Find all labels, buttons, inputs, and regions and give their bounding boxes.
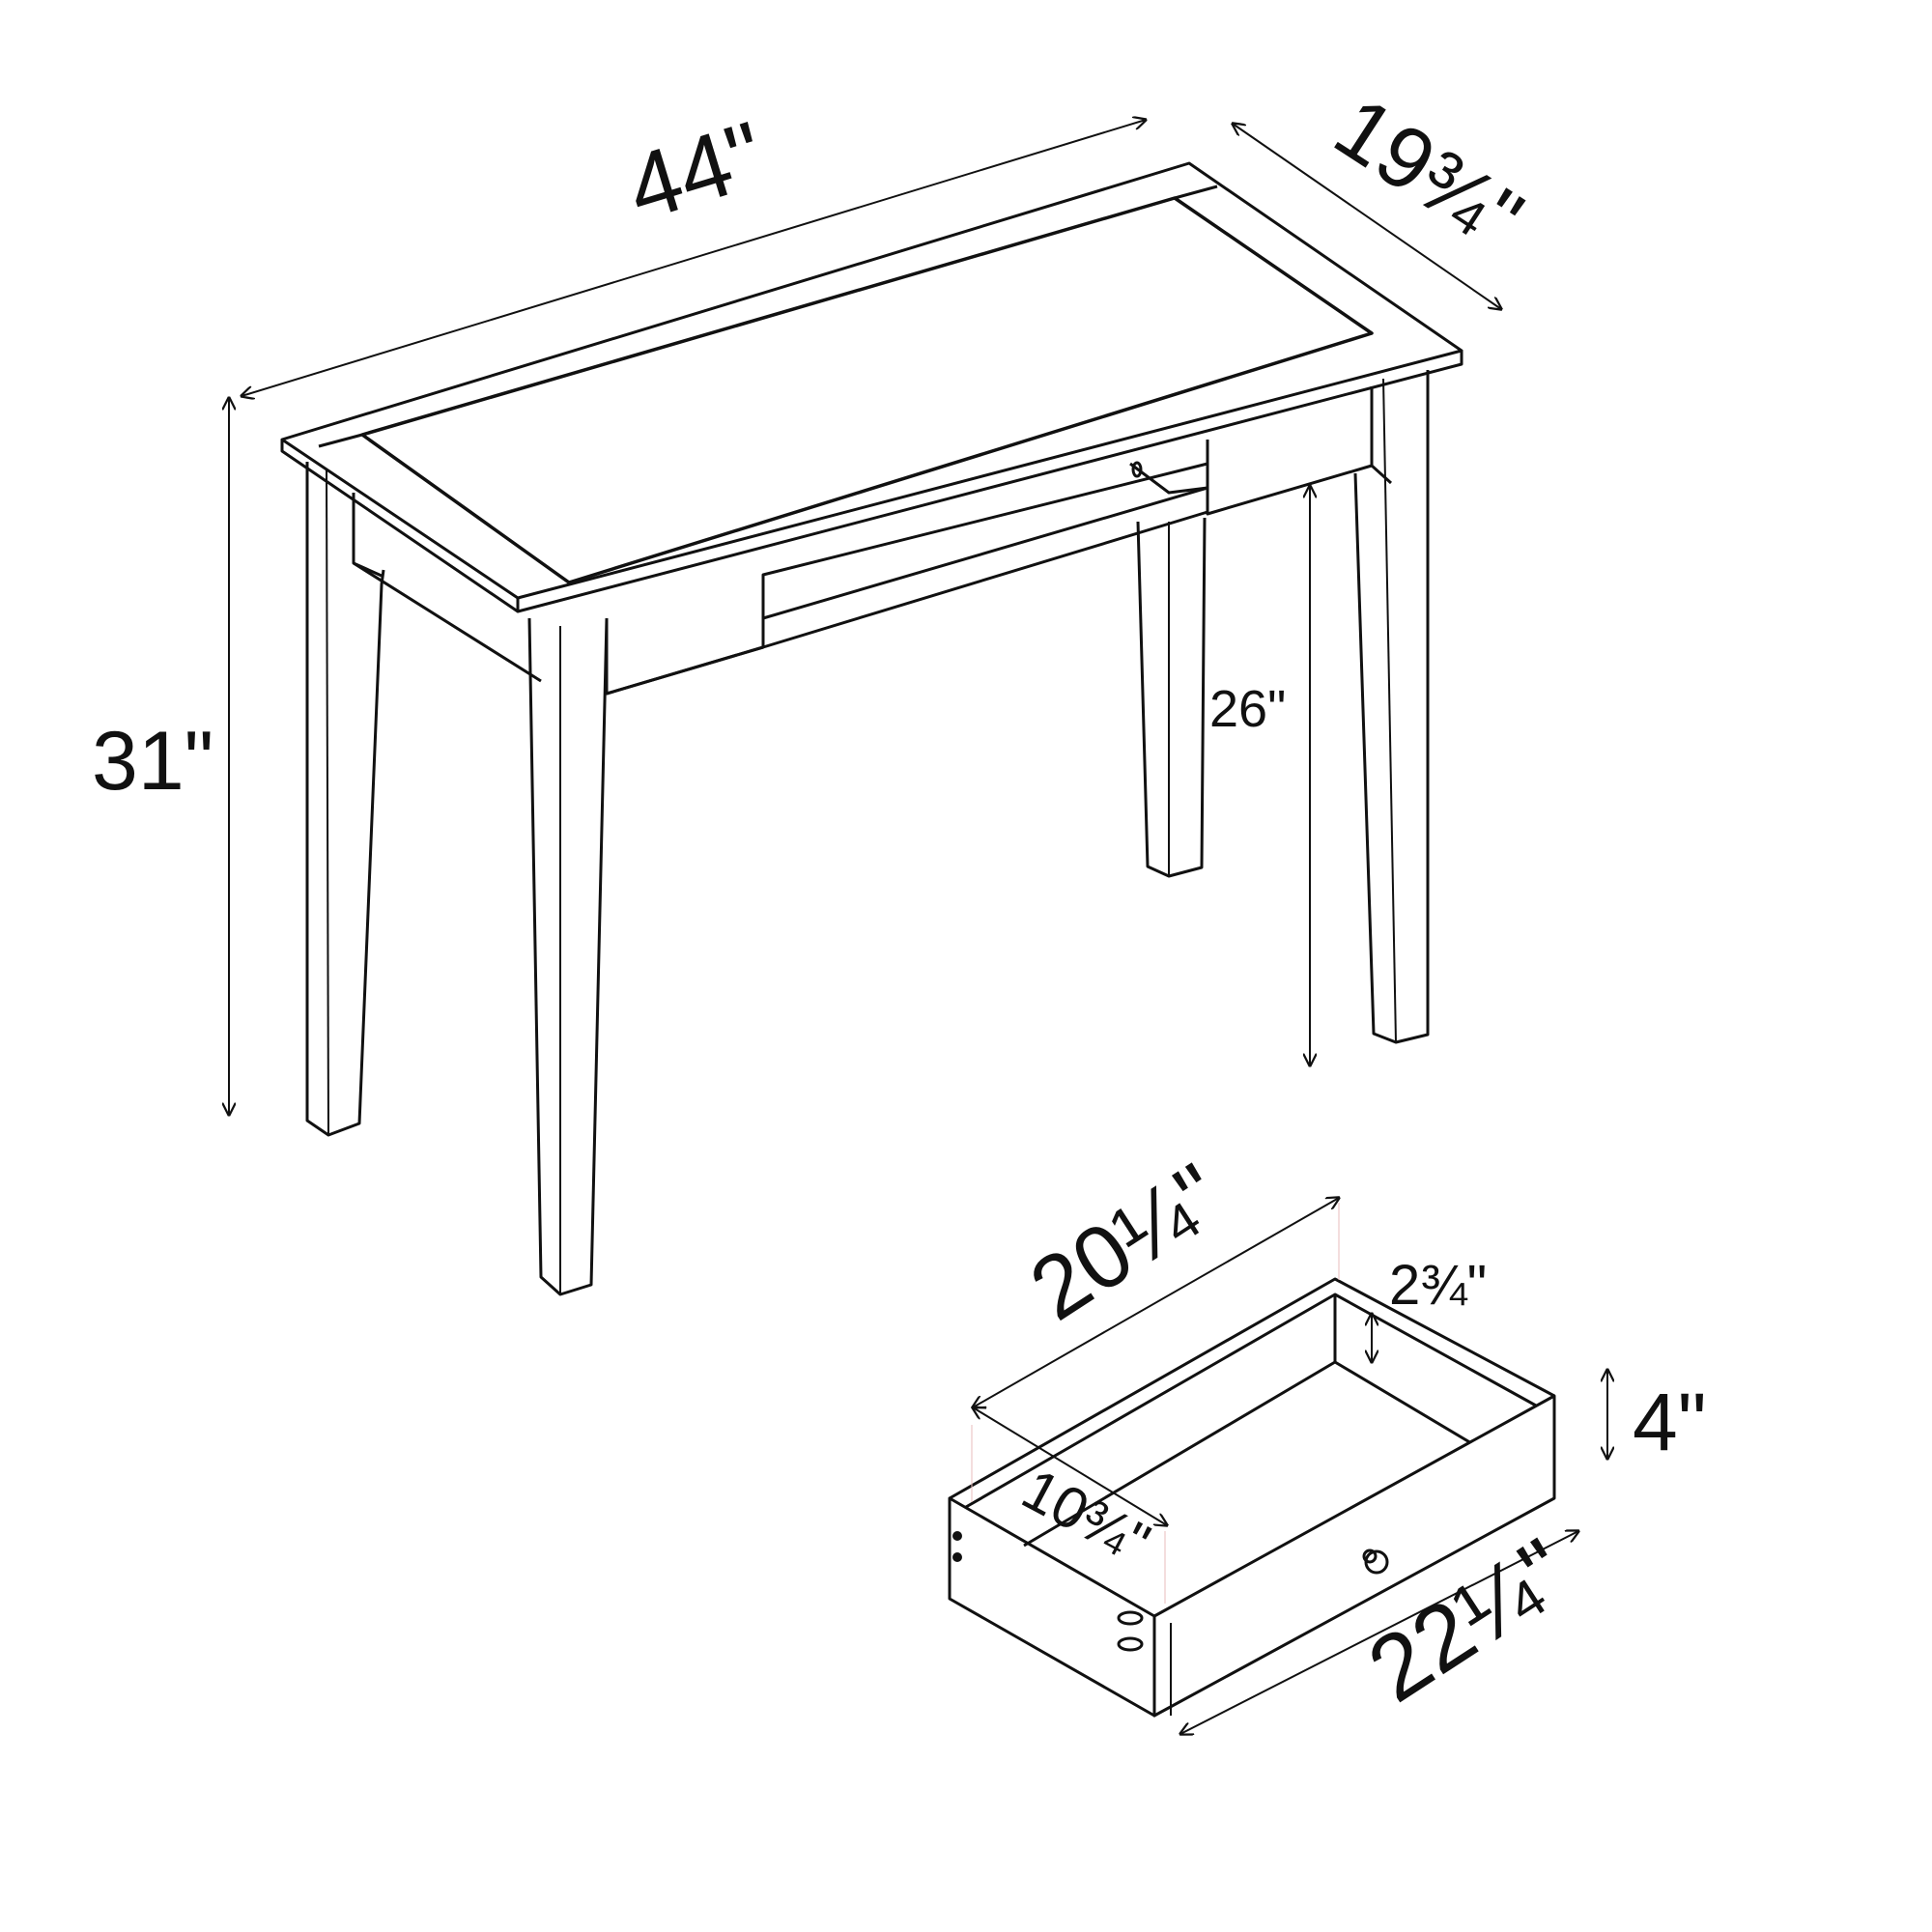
desk-leg-front-left — [527, 617, 609, 1296]
width-dimension-arrow — [242, 120, 1146, 396]
depth-dimension-arrow — [1233, 124, 1501, 309]
drawer-inner-depth-label: 2¾" — [1389, 1254, 1488, 1317]
desk-dimension-lines — [229, 120, 1501, 1115]
drawer-dimension-lines — [972, 1198, 1607, 1734]
drawer-inner-length-arrow — [973, 1198, 1339, 1407]
desk-top — [280, 161, 1463, 600]
desk-leg-clearance-label: 26" — [1209, 680, 1287, 738]
drawer-height-label: 4" — [1633, 1377, 1707, 1467]
drawer-outer-length-arrow — [1180, 1531, 1578, 1734]
desk-apron-front — [605, 575, 765, 696]
desk-height-label: 31" — [92, 715, 214, 808]
desk-apron-right — [1206, 386, 1374, 516]
desk-leg-front-right — [1136, 517, 1207, 878]
desk-leg-back-right — [1353, 370, 1430, 1044]
desk-leg-back-left — [305, 462, 385, 1137]
drawer-width-arrow — [973, 1407, 1167, 1525]
